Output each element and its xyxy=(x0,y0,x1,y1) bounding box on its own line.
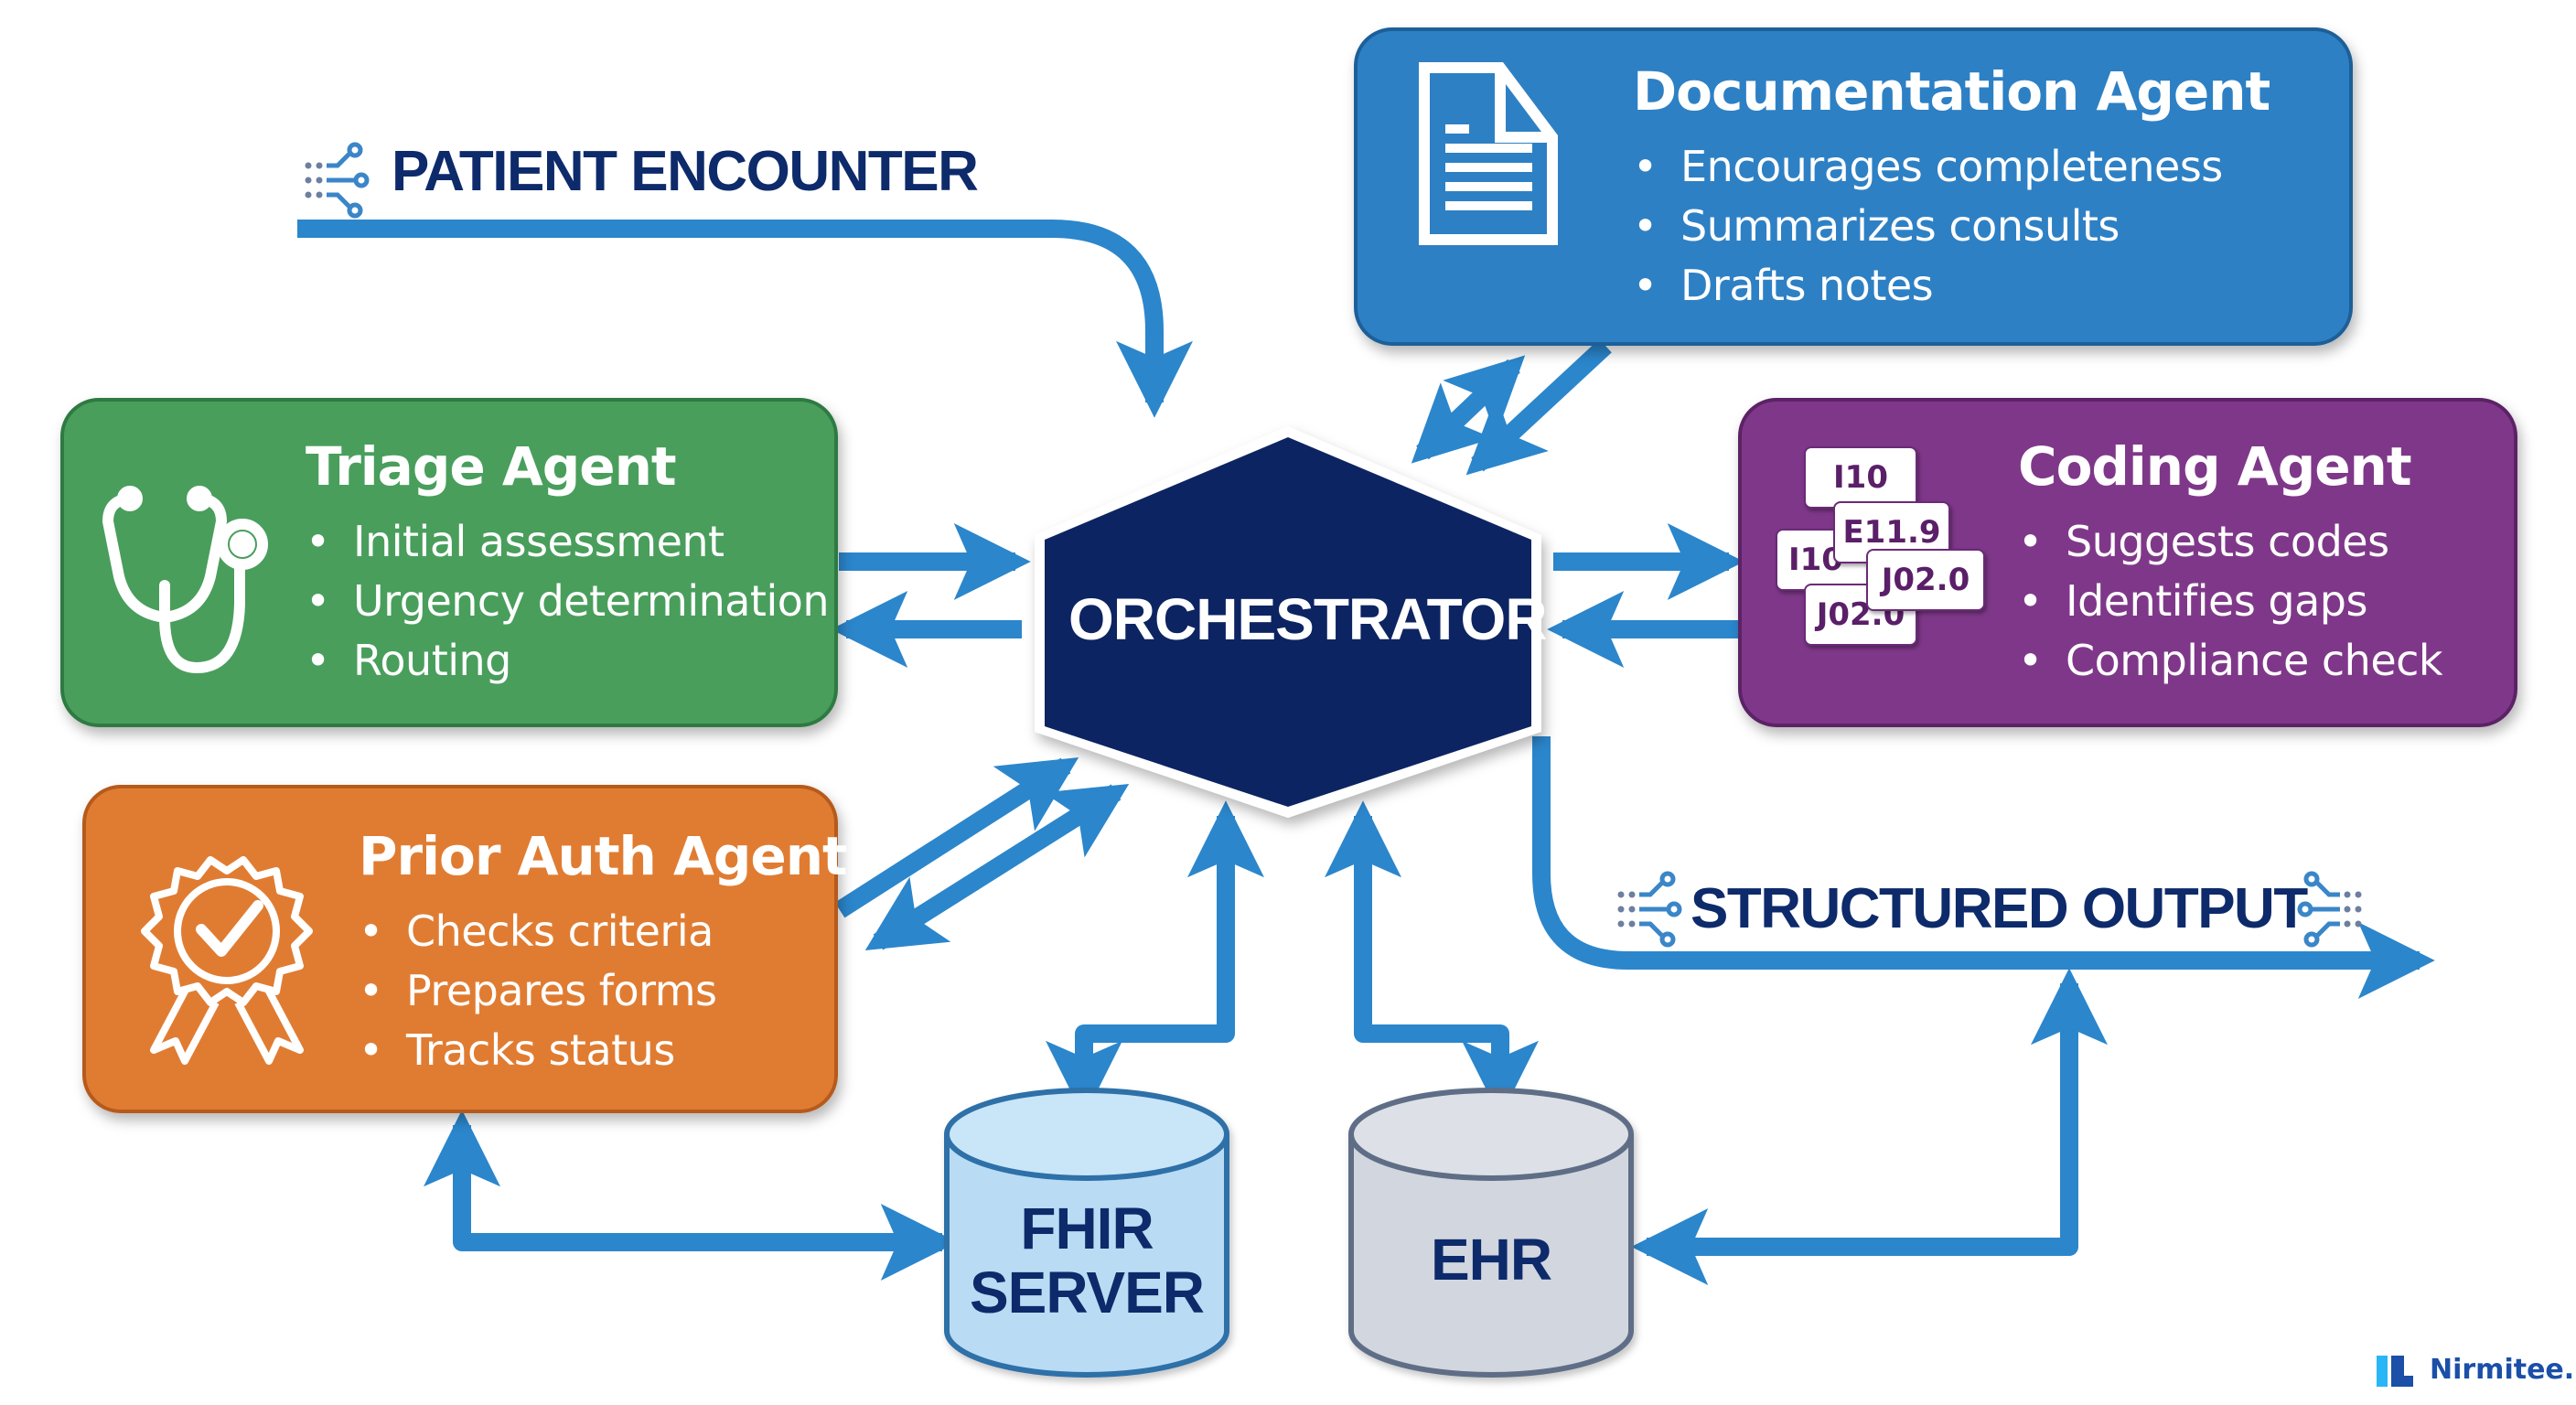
orchestrator-label: ORCHESTRATOR xyxy=(1068,586,1548,652)
documentation-agent-title: Documentation Agent xyxy=(1633,60,2270,123)
fhir-server-label: FHIR SERVER xyxy=(947,1196,1227,1325)
patient-encounter-arrow xyxy=(297,220,1193,418)
brand-logo-icon xyxy=(2377,1356,2413,1387)
brand: Nirmitee.io xyxy=(2377,1354,2576,1386)
triage-agent-items: Initial assessment Urgency determination… xyxy=(306,512,830,691)
circuit-icon xyxy=(305,142,370,219)
list-item: Urgency determination xyxy=(306,572,830,631)
ehr-cylinder[interactable] xyxy=(1348,1088,1634,1378)
fhir-server-cylinder[interactable] xyxy=(944,1088,1229,1378)
list-item: Drafts notes xyxy=(1633,256,2223,316)
list-item: Initial assessment xyxy=(306,512,829,572)
arrow-prior-auth-fhir xyxy=(424,1110,958,1281)
list-item: Suggests codes xyxy=(2018,512,2442,572)
prior-auth-agent-title: Prior Auth Agent xyxy=(359,825,848,887)
documentation-agent-items: Encourages completeness Summarizes consu… xyxy=(1633,137,2223,316)
list-item: Prepares forms xyxy=(359,961,717,1021)
circuit-icon xyxy=(1617,871,1682,948)
brand-name: Nirmitee.io xyxy=(2430,1354,2576,1386)
list-item: Routing xyxy=(306,631,829,691)
patient-encounter-label: PATIENT ENCOUNTER xyxy=(392,140,979,203)
coding-agent-title: Coding Agent xyxy=(2018,435,2412,498)
list-item: Checks criteria xyxy=(359,902,717,961)
arrow-orchestrator-ehr xyxy=(1325,800,1539,1118)
list-item: Tracks status xyxy=(359,1021,717,1080)
list-item: Identifies gaps xyxy=(2018,572,2442,631)
circuit-icon xyxy=(2297,871,2362,948)
arrow-ehr-output xyxy=(1631,968,2108,1285)
orchestrator-hexagon[interactable] xyxy=(1045,437,1531,807)
arrow-documentation-to-orchestrator xyxy=(1465,338,1612,476)
ehr-label: EHR xyxy=(1430,1227,1552,1292)
structured-output-label: STRUCTURED OUTPUT xyxy=(1690,877,2308,940)
award-badge-icon xyxy=(141,856,313,1065)
fhir-server-label-line1: FHIR xyxy=(1020,1196,1154,1261)
code-tag: J02.0 xyxy=(1866,549,1985,611)
coding-agent-items: Suggests codes Identifies gaps Complianc… xyxy=(2018,512,2443,691)
structured-output-arrow xyxy=(1532,736,2435,999)
list-item: Compliance check xyxy=(2018,631,2443,691)
arrow-orchestrator-fhir xyxy=(1046,800,1264,1118)
list-item: Summarizes consults xyxy=(1633,197,2223,256)
fhir-server-label-line2: SERVER xyxy=(969,1260,1205,1325)
list-item: Encourages completeness xyxy=(1633,137,2223,197)
document-icon xyxy=(1419,62,1558,245)
stethoscope-icon xyxy=(102,486,268,674)
code-tag: I10 xyxy=(1804,446,1917,509)
prior-auth-agent-items: Checks criteria Prepares forms Tracks st… xyxy=(359,902,717,1080)
triage-agent-title: Triage Agent xyxy=(306,435,677,498)
